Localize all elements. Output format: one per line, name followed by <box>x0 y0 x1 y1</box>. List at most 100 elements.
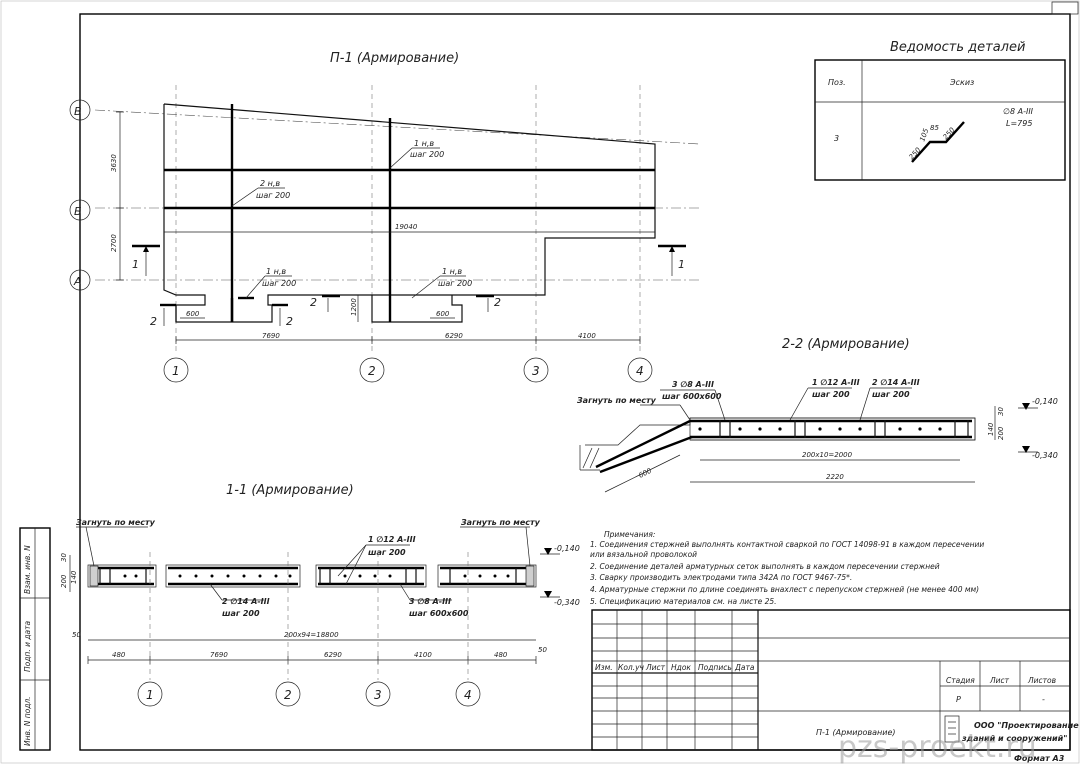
stamp-koluch: Кол.уч <box>618 663 645 672</box>
plan-cut-2: 2 <box>150 315 157 328</box>
section11-lvl-bot: -0,340 <box>554 598 580 607</box>
section22-dim-30: 30 <box>997 407 1005 416</box>
section11-bend-right: Загнуть по месту <box>461 518 541 527</box>
stamp-ndok: Ндок <box>671 663 691 672</box>
notes-line-5: 4. Арматурные стержни по длине соединять… <box>590 585 979 594</box>
section22-dim-200x10: 200х10=2000 <box>802 451 853 459</box>
schedule-dim-1: 85 <box>930 124 939 132</box>
axis-col-3: 3 <box>532 364 540 378</box>
section11-dim-30: 30 <box>60 553 68 562</box>
section22-lvl-bot: -0,340 <box>1032 451 1058 460</box>
stamp-data: Дата <box>734 663 755 672</box>
stamp-listov-val: - <box>1042 695 1045 704</box>
plan-dim-1200: 1200 <box>350 298 358 316</box>
section11-dim-200x94: 200х94=18800 <box>284 631 339 639</box>
schedule-row-pos: 3 <box>834 134 839 143</box>
section22-dim-140: 140 <box>987 422 995 436</box>
side-vzam: Взам. инв. N <box>23 545 32 594</box>
notes-line-3: 2. Соединение деталей арматурных сеток в… <box>590 562 940 571</box>
stamp-company-2: зданий и сооружений" <box>961 734 1067 743</box>
plan-dim-4100: 4100 <box>578 332 596 340</box>
section22-pos1: 1 ∅12 А-III <box>812 378 860 387</box>
axis-row-a: А <box>73 275 82 288</box>
plan-title: П-1 (Армирование) <box>330 51 459 66</box>
schedule-col-sketch: Эскиз <box>949 78 974 87</box>
axis-row-v: В <box>74 105 82 118</box>
stamp-stage-val: Р <box>956 695 961 704</box>
stamp-podpis: Подпись <box>698 663 732 672</box>
plan-label-1nv-b: 1 н,в <box>266 267 286 276</box>
axis-row-b: Б <box>74 205 82 218</box>
axis-col-4: 4 <box>636 364 644 378</box>
side-stamp: Взам. инв. N Подп. и дата Инв. N подл. <box>19 527 51 751</box>
watermark: pzs-proekt.ru <box>838 730 1037 764</box>
schedule-bar: ∅8 А-III <box>1003 107 1034 116</box>
section11-dim-6290: 6290 <box>324 651 342 659</box>
plan-cut-2b: 2 <box>286 315 293 328</box>
plan-view: В Б А 1 2 3 4 3630 2700 19040 7690 6290 … <box>69 85 701 383</box>
section22-step2: шаг 200 <box>872 390 910 399</box>
schedule-title: Ведомость деталей <box>890 40 1025 55</box>
section22-dim-200: 200 <box>997 426 1005 440</box>
plan-dim-6290: 6290 <box>445 332 463 340</box>
plan-step-a: шаг 200 <box>410 150 444 159</box>
section22-title: 2-2 (Армирование) <box>782 337 910 352</box>
plan-label-1nv-c: 1 н,в <box>442 267 462 276</box>
stamp-format: Формат А3 <box>1014 754 1065 763</box>
section11-view: Загнуть по месту Загнуть по месту 1 ∅12 … <box>60 518 580 707</box>
side-podp: Подп. и дата <box>23 621 32 672</box>
section22-lvl-top: -0,140 <box>1032 397 1058 406</box>
s11-axis-4: 4 <box>464 688 472 702</box>
section22-pos3: 3 ∅8 А-III <box>672 380 714 389</box>
section11-dim-4100: 4100 <box>414 651 432 659</box>
section11-dim-140: 140 <box>70 570 78 584</box>
plan-cut-2d: 2 <box>494 296 501 309</box>
section11-dim-480l: 480 <box>112 651 126 659</box>
notes-line-1: 1. Соединения стержней выполнять контакт… <box>590 540 984 549</box>
section11-dim-480r: 480 <box>494 651 508 659</box>
s11-axis-2: 2 <box>284 688 292 702</box>
schedule-length: L=795 <box>1006 119 1032 128</box>
stamp-list2: Лист <box>989 676 1010 685</box>
corner-box <box>1051 1 1079 15</box>
section22-step1: шаг 200 <box>812 390 850 399</box>
section11-pos2: 2 ∅14 А-III <box>222 597 270 606</box>
section11-dim-200: 200 <box>60 574 68 588</box>
notes-line-2: или вязальной проволокой <box>590 550 697 559</box>
section22-dim-2220: 2220 <box>826 473 844 481</box>
section22-bend: Загнуть по месту <box>577 396 657 405</box>
notes-line-6: 5. Спецификацию материалов см. на листе … <box>590 597 777 606</box>
plan-dim-19040: 19040 <box>395 223 418 231</box>
s11-axis-1: 1 <box>146 688 154 702</box>
section22-step3: шаг 600х600 <box>662 392 722 401</box>
section22-pos2: 2 ∅14 А-III <box>872 378 920 387</box>
plan-dim-600a: 600 <box>186 310 200 318</box>
plan-cut-1b: 1 <box>678 258 685 271</box>
section11-pos3: 3 ∅8 А-III <box>409 597 451 606</box>
stamp-list: Лист <box>645 663 666 672</box>
stamp-stadia: Стадия <box>946 676 975 685</box>
company-logo-icon <box>944 715 960 743</box>
section11-title: 1-1 (Армирование) <box>226 483 354 498</box>
title-block: Изм. Кол.уч Лист Ндок Подпись Дата Стади… <box>591 609 1079 763</box>
plan-label-2nv: 2 н,в <box>260 179 280 188</box>
plan-dim-7690: 7690 <box>262 332 280 340</box>
schedule-col-pos: Поз. <box>828 78 846 87</box>
section11-bend-left: Загнуть по месту <box>76 518 156 527</box>
section11-dim-50l: 50 <box>72 631 81 639</box>
axis-col-1: 1 <box>172 364 180 378</box>
notes: Примечания: 1. Соединения стержней выпол… <box>590 530 984 606</box>
plan-cut-2c: 2 <box>310 296 317 309</box>
plan-dim-600b: 600 <box>436 310 450 318</box>
drawing-frame <box>79 13 1071 751</box>
section11-dim-7690: 7690 <box>210 651 228 659</box>
plan-step-d: шаг 200 <box>438 279 472 288</box>
section11-dim-50r: 50 <box>538 646 547 654</box>
plan-label-1nv-a: 1 н,в <box>414 139 434 148</box>
plan-step-b: шаг 200 <box>256 191 290 200</box>
section11-pos1: 1 ∅12 А-III <box>368 535 416 544</box>
section11-step1: шаг 200 <box>368 548 406 557</box>
section11-lvl-top: -0,140 <box>554 544 580 553</box>
